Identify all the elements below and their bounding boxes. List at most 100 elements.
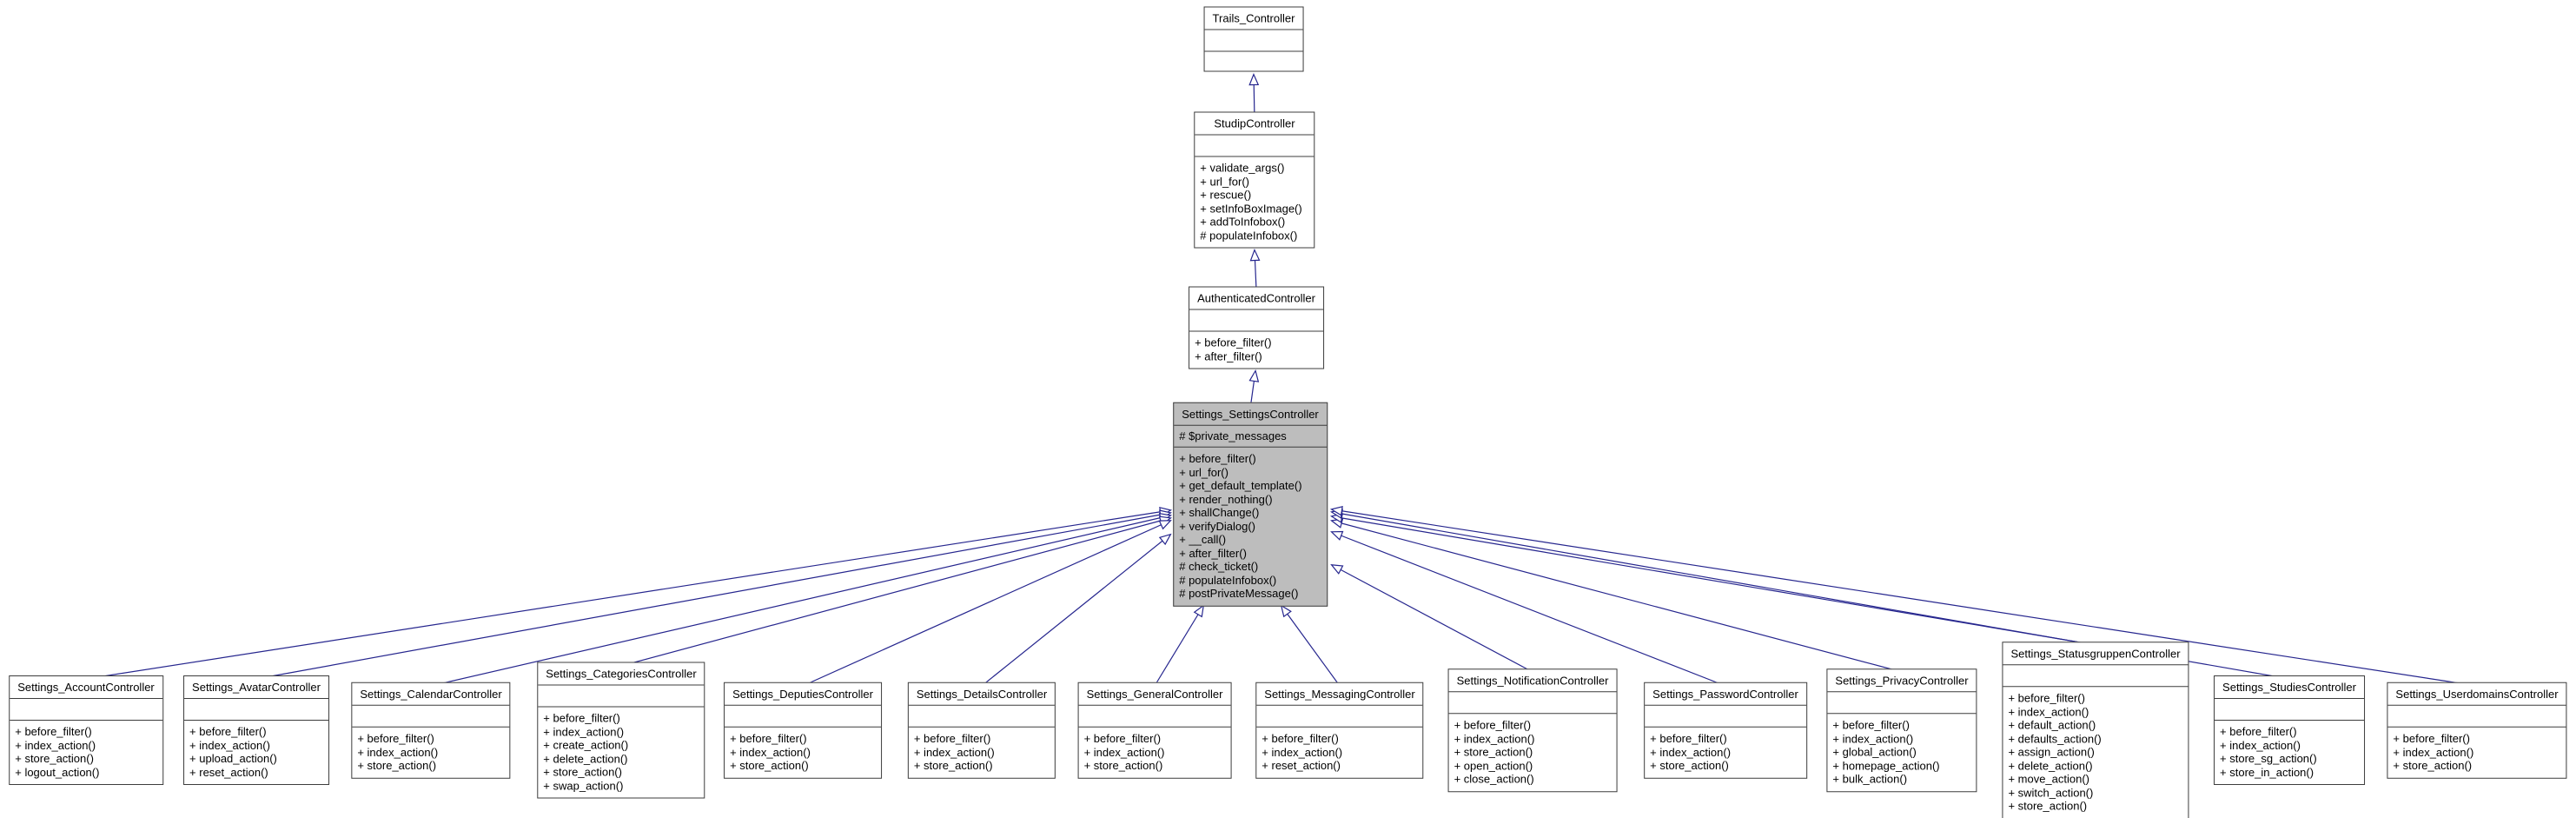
class-methods: + before_filter()+ index_action()+ store… (725, 728, 881, 778)
class-title: Settings_DeputiesController (725, 683, 881, 706)
member-label: + index_action() (1650, 745, 1732, 759)
member-label: + index_action() (1832, 731, 1914, 745)
class-box-trails-controller[interactable]: Trails_Controller (1203, 6, 1304, 72)
member-label: + store_action() (15, 752, 94, 765)
member-label: + before_filter() (1262, 731, 1339, 745)
member-label: + verifyDialog() (1179, 519, 1256, 533)
member-label: + delete_action() (2008, 758, 2093, 772)
member-label: + before_filter() (730, 731, 807, 745)
member-label: + store_action() (730, 758, 809, 772)
class-box-settings-privacy-controller[interactable]: Settings_PrivacyController + before_filt… (1826, 668, 1977, 792)
edge-password-to-settings (1330, 530, 1726, 687)
member-label: + global_action() (1832, 745, 1917, 759)
class-box-settings-settings-controller[interactable]: Settings_SettingsController # $private_m… (1173, 402, 1328, 607)
member-label: + before_filter() (2220, 725, 2297, 738)
class-attributes (10, 699, 162, 721)
class-title: StudipController (1195, 113, 1314, 136)
member-label: + before_filter() (1454, 718, 1532, 732)
class-box-settings-notification-controller[interactable]: Settings_NotificationController + before… (1447, 668, 1618, 792)
class-box-settings-categories-controller[interactable]: Settings_CategoriesController + before_f… (537, 662, 705, 799)
edge-authenticated-to-studip (1249, 248, 1261, 290)
class-methods: + before_filter()+ index_action()+ store… (1645, 728, 1806, 778)
member-label: # check_ticket() (1179, 559, 1259, 573)
member-label: + rescue() (1200, 188, 1252, 202)
member-label: + bulk_action() (1832, 772, 1908, 786)
class-methods: + before_filter()+ index_action()+ uploa… (184, 721, 328, 784)
class-box-settings-calendar-controller[interactable]: Settings_CalendarController + before_fil… (351, 682, 511, 779)
member-label: + before_filter() (913, 731, 991, 745)
member-label: + index_action() (357, 745, 439, 759)
class-attributes (1195, 136, 1314, 157)
class-title: Settings_CategoriesController (538, 663, 705, 686)
member-label: + index_action() (2393, 745, 2474, 759)
class-attributes (1256, 706, 1423, 728)
class-title: Settings_AccountController (10, 676, 162, 699)
member-label: + before_filter() (2008, 691, 2085, 705)
edge-calendar-to-settings (430, 512, 1173, 687)
class-title: Settings_SettingsController (1174, 403, 1327, 426)
class-attributes (2003, 665, 2189, 688)
class-attributes (352, 706, 510, 728)
class-box-settings-general-controller[interactable]: Settings_GeneralController + before_filt… (1077, 682, 1232, 779)
class-methods (1205, 52, 1303, 71)
edge-general-to-settings (1154, 604, 1205, 687)
member-label: + store_action() (2393, 758, 2473, 772)
class-box-authenticated-controller[interactable]: AuthenticatedController + before_filter(… (1189, 286, 1324, 369)
class-methods: + before_filter()+ index_action()+ store… (2387, 728, 2566, 778)
class-methods: + before_filter()+ index_action()+ store… (352, 728, 509, 778)
member-label: + assign_action() (2008, 745, 2095, 759)
class-box-settings-avatar-controller[interactable]: Settings_AvatarController + before_filte… (183, 675, 329, 785)
class-box-settings-studies-controller[interactable]: Settings_StudiesController + before_filt… (2214, 675, 2365, 785)
class-box-settings-statusgruppen-controller[interactable]: Settings_StatusgruppenController + befor… (2002, 642, 2189, 818)
member-label: # postPrivateMessage() (1179, 586, 1299, 600)
class-title: Settings_DetailsController (908, 683, 1056, 706)
member-label: + get_default_template() (1179, 478, 1302, 492)
class-methods: + before_filter()+ index_action()+ store… (1449, 714, 1617, 791)
class-title: Settings_PasswordController (1645, 683, 1806, 706)
class-title: Settings_StudiesController (2215, 676, 2364, 699)
member-label: # populateInfobox() (1179, 573, 1277, 587)
member-label: + store_sg_action() (2220, 752, 2317, 765)
member-label: + store_action() (913, 758, 993, 772)
edge-statusgruppen-to-settings (1329, 513, 2096, 646)
class-box-studip-controller[interactable]: StudipController + validate_args()+ url_… (1194, 111, 1315, 249)
class-box-settings-details-controller[interactable]: Settings_DetailsController + before_filt… (907, 682, 1056, 779)
class-box-settings-messaging-controller[interactable]: Settings_MessagingController + before_fi… (1255, 682, 1424, 779)
member-label: + before_filter() (1195, 336, 1272, 349)
member-label: + before_filter() (543, 711, 620, 725)
class-attributes (1078, 706, 1231, 728)
member-label: + __call() (1179, 532, 1227, 546)
class-attributes (2215, 699, 2364, 721)
member-label: + index_action() (913, 745, 995, 759)
member-label: + index_action() (730, 745, 811, 759)
member-label: + store_action() (1083, 758, 1163, 772)
member-label: + index_action() (1262, 745, 1343, 759)
class-box-settings-deputies-controller[interactable]: Settings_DeputiesController + before_fil… (724, 682, 882, 779)
edge-messaging-to-settings (1280, 604, 1341, 687)
member-label: + homepage_action() (1832, 758, 1940, 772)
member-label: + url_for() (1200, 175, 1250, 188)
member-label: + store_action() (357, 758, 437, 772)
edge-details-to-settings (981, 533, 1172, 687)
member-label: + before_filter() (15, 725, 92, 738)
member-label: # $private_messages (1179, 429, 1287, 442)
edge-notification-to-settings (1330, 564, 1533, 673)
class-box-settings-password-controller[interactable]: Settings_PasswordController + before_fil… (1644, 682, 1807, 779)
member-label: + switch_action() (2008, 785, 2094, 799)
member-label: + reset_action() (1262, 758, 1341, 772)
member-label: + logout_action() (15, 765, 100, 779)
class-box-settings-account-controller[interactable]: Settings_AccountController + before_filt… (9, 675, 163, 785)
class-methods: + before_filter()+ after_filter() (1189, 332, 1323, 369)
member-label: + before_filter() (1083, 731, 1162, 745)
class-title: Settings_NotificationController (1448, 669, 1617, 693)
member-label: + defaults_action() (2008, 731, 2102, 745)
class-title: Settings_AvatarController (184, 676, 328, 699)
class-attributes (184, 699, 328, 721)
class-methods: + before_filter()+ index_action()+ creat… (538, 708, 704, 798)
member-label: + open_action() (1454, 758, 1533, 772)
class-title: AuthenticatedController (1189, 288, 1323, 310)
edge-deputies-to-settings (802, 520, 1172, 687)
member-label: + default_action() (2008, 718, 2096, 732)
class-box-settings-userdomains-controller[interactable]: Settings_UserdomainsController + before_… (2387, 682, 2567, 779)
